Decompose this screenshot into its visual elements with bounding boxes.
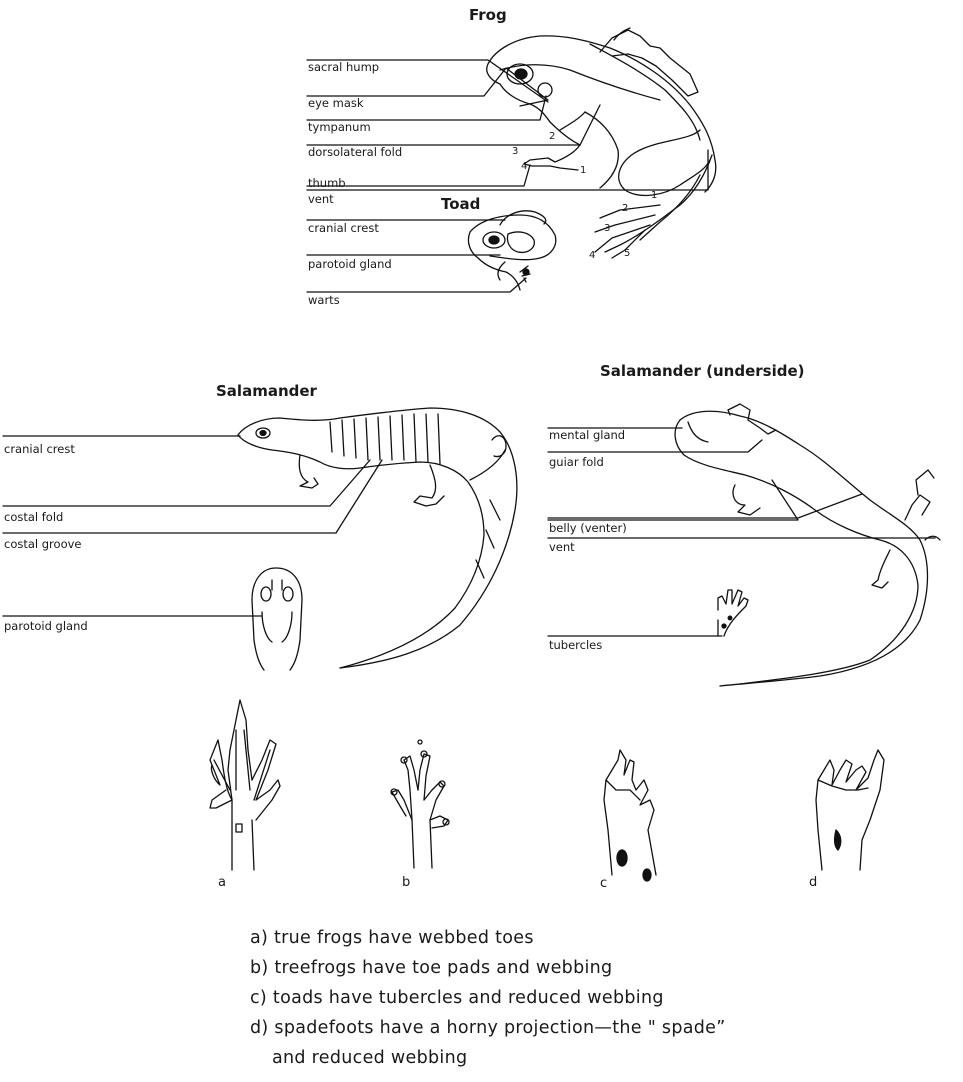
foot-letter-a: a bbox=[218, 875, 226, 890]
label-eye-mask: eye mask bbox=[308, 97, 364, 110]
toad-title: Toad bbox=[441, 195, 480, 213]
label-underside-vent: vent bbox=[549, 541, 575, 554]
front-toe-number: 1 bbox=[580, 166, 586, 176]
foot-letter-c: c bbox=[600, 876, 607, 891]
caption-d-continued: and reduced webbing bbox=[272, 1048, 467, 1068]
caption-c: c) toads have tubercles and reduced webb… bbox=[250, 988, 664, 1008]
front-toe-number: 2 bbox=[549, 132, 555, 142]
label-warts: warts bbox=[308, 294, 340, 307]
foot-d-illustration bbox=[816, 750, 884, 870]
label-guiar-fold: guiar fold bbox=[549, 456, 604, 469]
frog-title: Frog bbox=[469, 6, 507, 24]
caption-b: b) treefrogs have toe pads and webbing bbox=[250, 958, 612, 978]
label-toad-parotoid-gland: parotoid gland bbox=[308, 258, 392, 271]
salamander-head-illustration bbox=[252, 568, 302, 670]
foot-c-illustration bbox=[604, 750, 656, 881]
salamander-leader-lines bbox=[3, 436, 382, 616]
label-vent: vent bbox=[308, 193, 334, 206]
hind-toe-number: 1 bbox=[651, 191, 657, 201]
label-belly: belly (venter) bbox=[549, 522, 627, 535]
salamander-underside-illustration bbox=[675, 404, 940, 686]
frog-illustration bbox=[487, 28, 716, 258]
label-tubercles: tubercles bbox=[549, 639, 602, 652]
label-mental-gland: mental gland bbox=[549, 429, 625, 442]
hind-toe-number: 5 bbox=[624, 249, 630, 259]
label-toad-cranial-crest: cranial crest bbox=[308, 222, 379, 235]
label-costal-fold: costal fold bbox=[4, 511, 63, 524]
toad-illustration bbox=[468, 211, 555, 290]
front-toe-number: 4 bbox=[521, 162, 527, 172]
foot-letter-b: b bbox=[402, 875, 410, 890]
foot-letter-d: d bbox=[809, 875, 817, 890]
salamander-illustration bbox=[238, 408, 517, 668]
foot-a-illustration bbox=[210, 700, 280, 870]
underside-title: Salamander (underside) bbox=[600, 362, 805, 380]
salamander-title: Salamander bbox=[216, 382, 317, 400]
foot-b-illustration bbox=[391, 740, 449, 868]
label-salamander-parotoid-gland: parotoid gland bbox=[4, 620, 88, 633]
hind-toe-number: 3 bbox=[604, 224, 610, 234]
tubercle-foot-illustration bbox=[718, 590, 748, 636]
label-tympanum: tympanum bbox=[308, 121, 371, 134]
hind-toe-number: 4 bbox=[589, 251, 595, 261]
label-costal-groove: costal groove bbox=[4, 538, 82, 551]
label-cranial-crest: cranial crest bbox=[4, 443, 75, 456]
hind-toe-number: 2 bbox=[622, 204, 628, 214]
label-dorsolateral-fold: dorsolateral fold bbox=[308, 146, 402, 159]
caption-d: d) spadefoots have a horny projection—th… bbox=[250, 1018, 726, 1038]
caption-a: a) true frogs have webbed toes bbox=[250, 928, 534, 948]
label-thumb: thumb bbox=[308, 177, 346, 190]
front-toe-number: 3 bbox=[512, 147, 518, 157]
label-sacral-hump: sacral hump bbox=[308, 61, 379, 74]
